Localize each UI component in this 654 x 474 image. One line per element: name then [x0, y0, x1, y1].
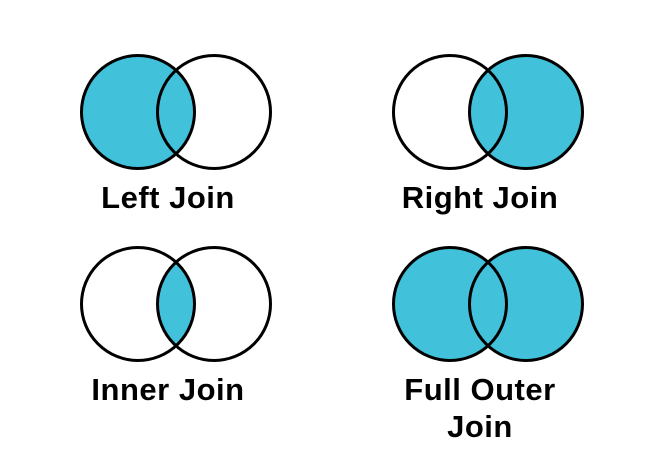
left-circle-outline — [392, 246, 508, 362]
label-line: Right Join — [401, 180, 559, 215]
venn-panel-right-join: Right Join — [336, 50, 640, 216]
panel-label-inner-join: Inner Join — [91, 371, 244, 408]
venn-diagram-right-join — [392, 54, 584, 170]
panel-label-right-join: Right Join — [402, 179, 559, 216]
panel-label-left-join: Left Join — [101, 179, 235, 216]
label-line: Left Join — [101, 180, 235, 215]
venn-panel-full-outer-join: Full Outer Join — [336, 242, 640, 445]
venn-diagram-full-outer-join — [392, 246, 584, 362]
left-circle-shaded — [80, 54, 196, 170]
panel-label-full-outer-join: Full Outer Join — [404, 371, 555, 445]
right-circle-outline — [156, 246, 272, 362]
right-circle-outline — [468, 246, 584, 362]
label-line: Join — [447, 409, 513, 444]
venn-panel-inner-join: Inner Join — [24, 242, 328, 408]
venn-panel-left-join: Left Join — [24, 50, 328, 216]
right-circle-shaded — [468, 54, 584, 170]
venn-diagram-inner-join — [80, 246, 272, 362]
right-circle-outline — [156, 54, 272, 170]
left-circle-outline — [392, 54, 508, 170]
label-line: Inner Join — [91, 372, 245, 407]
label-line: Full Outer — [404, 372, 556, 407]
venn-diagram-left-join — [80, 54, 272, 170]
left-circle-outline — [80, 246, 196, 362]
